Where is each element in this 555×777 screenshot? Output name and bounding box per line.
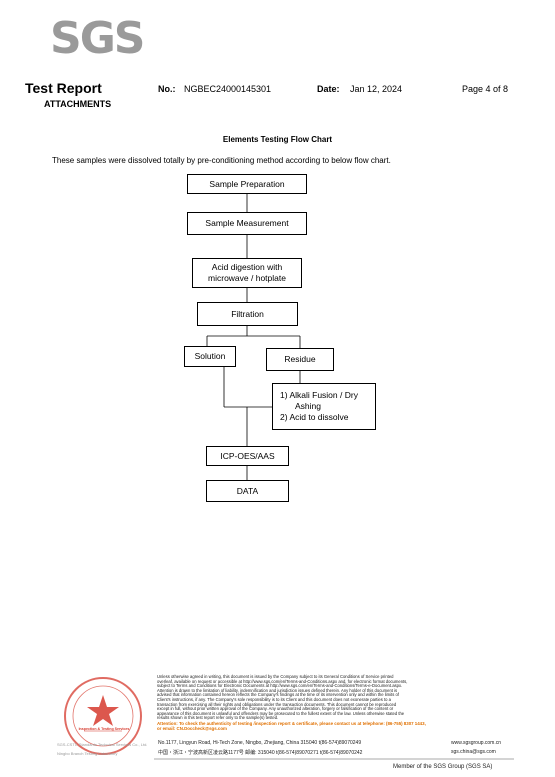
box-label: Sample Preparation: [209, 178, 285, 189]
stamp-side-text-2: Ningbo Branch Testing Laboratory: [57, 751, 118, 756]
stamp-side-text-1: SGS-CSTC Standards Technical Services Co…: [57, 742, 148, 747]
date-label: Date:: [317, 84, 340, 94]
date-value: Jan 12, 2024: [350, 84, 403, 94]
legal-disclaimer: Unless otherwise agreed in writing, this…: [157, 674, 507, 721]
report-title: Test Report: [25, 80, 102, 96]
box-label: Sample Measurement: [205, 218, 289, 228]
stamp-caption: Inspection & Testing Services: [78, 727, 130, 731]
icp-oes-aas-box: ICP-OES/AAS: [206, 446, 289, 466]
box-label: Ashing: [295, 401, 321, 411]
footer-divider: [154, 758, 514, 760]
legal-line: appearance of this document is unlawful …: [157, 710, 405, 716]
box-label: 1) Alkali Fusion / Dry: [280, 390, 358, 400]
acid-digestion-box: Acid digestion with microwave / hotplate: [192, 258, 302, 288]
box-label: Acid digestion with: [211, 262, 283, 272]
alkali-fusion-box: 1) Alkali Fusion / Dry Ashing 2) Acid to…: [272, 383, 376, 430]
page-number: Page 4 of 8: [462, 84, 509, 94]
box-label: Residue: [284, 354, 316, 364]
sgs-seal-stamp: [64, 677, 142, 755]
legal-line: overleaf, available on request or access…: [157, 678, 408, 684]
intro-text: These samples were dissolved totally by …: [52, 156, 391, 165]
report-no-label: No.:: [158, 84, 176, 94]
legal-line: subject to Terms and Conditions for Elec…: [157, 683, 403, 689]
sgs-member-note: Member of the SGS Group (SGS SA): [393, 764, 493, 770]
sample-measurement-box: Sample Measurement: [187, 212, 307, 235]
attention-line-2: or email: CN.Doccheck@sgs.com: [157, 726, 227, 731]
attachments-label: ATTACHMENTS: [44, 99, 112, 109]
legal-line: advised that information contained hereo…: [157, 692, 399, 698]
attention-line-1: Attention: To check the authenticity of …: [157, 721, 426, 726]
address-english: No.1177, Lingyun Road, Hi-Tech Zone, Nin…: [158, 740, 362, 746]
solution-box: Solution: [184, 346, 236, 367]
box-label: Filtration: [231, 308, 264, 319]
address-chinese: 中国・浙江・宁波高新区凌云路1177号 邮编: 315040 t(86-574)…: [158, 750, 363, 756]
box-label: Solution: [194, 351, 226, 361]
flow-chart-title: Elements Testing Flow Chart: [222, 135, 333, 144]
box-label: 2) Acid to dissolve: [280, 412, 349, 422]
legal-line: Client's instructions, if any. The Compa…: [157, 696, 391, 702]
email-link[interactable]: sgs.china@sgs.com: [451, 749, 496, 755]
legal-line: transaction from exercising all their ri…: [157, 701, 397, 707]
website-link[interactable]: www.sgsgroup.com.cn: [451, 740, 502, 746]
legal-line: results shown in this test report refer …: [157, 715, 279, 721]
box-label: ICP-OES/AAS: [220, 450, 275, 461]
report-no-value: NGBEC24000145301: [184, 84, 272, 94]
legal-line: Unless otherwise agreed in writing, this…: [157, 674, 394, 679]
residue-box: Residue: [266, 348, 334, 371]
box-label: DATA: [236, 485, 259, 496]
sgs-logo: SGS: [50, 13, 146, 64]
box-label: microwave / hotplate: [208, 273, 286, 283]
legal-line: except in full, without prior written ap…: [157, 706, 394, 712]
data-box: DATA: [206, 480, 289, 502]
sample-preparation-box: Sample Preparation: [187, 174, 307, 194]
filtration-box: Filtration: [197, 302, 298, 326]
legal-line: Attention is drawn to the limitation of …: [157, 687, 398, 693]
